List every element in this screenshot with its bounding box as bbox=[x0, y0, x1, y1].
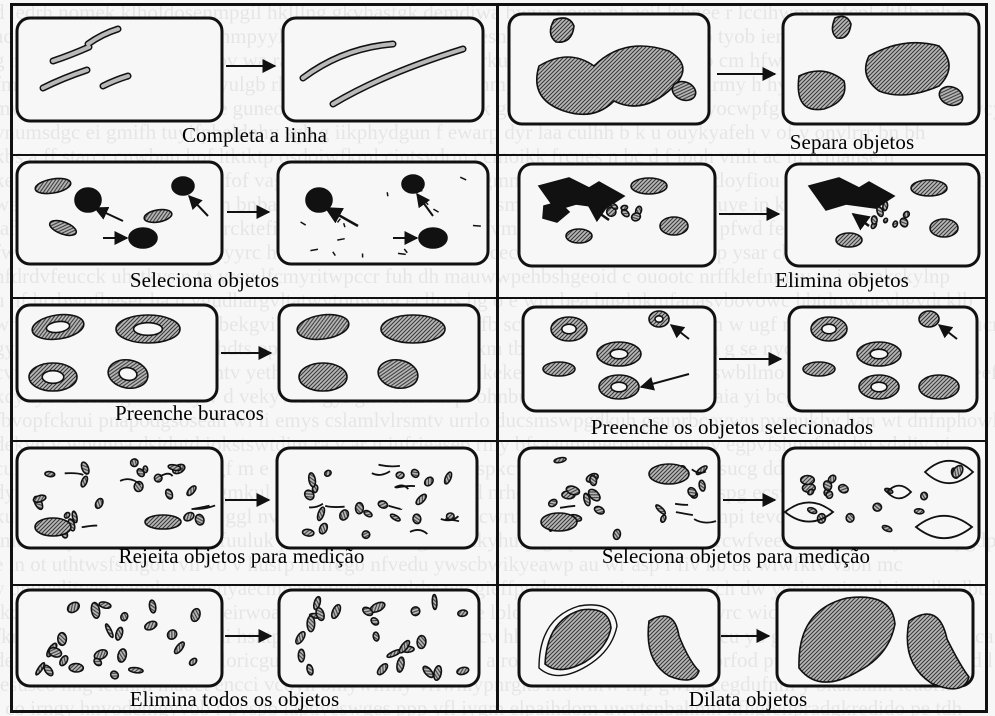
filled-selected-object bbox=[919, 311, 939, 327]
debris bbox=[871, 216, 877, 224]
particle bbox=[412, 514, 421, 525]
caption-eliminate-all-objects: Elimina todos os objetos bbox=[0, 687, 476, 712]
particle bbox=[417, 635, 427, 648]
filled-selected-object bbox=[919, 375, 959, 399]
particle bbox=[920, 492, 928, 501]
hole bbox=[134, 323, 163, 336]
large-object bbox=[649, 464, 689, 484]
large-object bbox=[541, 513, 577, 531]
caption-fill-holes: Preenche buracos bbox=[0, 401, 431, 426]
particle bbox=[846, 514, 854, 523]
particle bbox=[396, 472, 404, 479]
caption-separate-objects: Separa objetos bbox=[609, 130, 995, 155]
filled-object bbox=[299, 363, 347, 391]
hole bbox=[42, 371, 64, 384]
after-box bbox=[278, 162, 488, 264]
particle bbox=[69, 663, 83, 672]
particle bbox=[302, 529, 314, 537]
frame-right bbox=[985, 3, 988, 713]
panel-eliminate-all-objects: Elimina todos os objetos bbox=[13, 586, 496, 710]
panel-fill-selected-objects: Preenche os objetos selecionados bbox=[499, 299, 985, 440]
object-blob bbox=[660, 217, 688, 235]
object-blob bbox=[543, 362, 575, 376]
outline-fragment bbox=[398, 253, 406, 254]
caption-select-objects-measurement: Seleciona objetos para medição bbox=[493, 544, 979, 569]
panel-reject-objects-measurement: Rejeita objetos para medição bbox=[13, 442, 496, 584]
particle bbox=[613, 529, 621, 540]
hole bbox=[655, 316, 663, 322]
panel-dilate-objects: Dilata objetos bbox=[499, 586, 985, 710]
panel-select-objects-measurement: Seleciona objetos para medição bbox=[499, 442, 985, 584]
selected-object bbox=[419, 228, 447, 248]
filled-object bbox=[381, 315, 445, 343]
particle bbox=[432, 594, 437, 609]
object-blob bbox=[930, 219, 958, 237]
caption-dilate-objects: Dilata objetos bbox=[505, 687, 991, 712]
hole bbox=[870, 349, 888, 359]
particle bbox=[355, 503, 363, 514]
debris bbox=[882, 201, 888, 211]
object-blob bbox=[911, 180, 947, 196]
particle bbox=[914, 508, 924, 514]
hole bbox=[611, 382, 627, 392]
caption-select-objects: Seleciona objetos bbox=[0, 268, 446, 293]
particle bbox=[45, 471, 55, 477]
particle bbox=[58, 633, 67, 646]
caption-fill-selected-objects: Preenche os objetos selecionados bbox=[489, 415, 975, 440]
object-blob bbox=[836, 233, 862, 247]
object-blob bbox=[566, 229, 592, 243]
particle bbox=[298, 649, 304, 662]
panel-fill-holes: Preenche buracos bbox=[13, 299, 496, 440]
object-blob bbox=[803, 362, 835, 376]
panel-separate-objects: Separa objetos bbox=[499, 6, 985, 154]
hole bbox=[610, 349, 628, 359]
particle bbox=[873, 503, 882, 512]
hole bbox=[822, 324, 836, 334]
caption-complete-line: Completa a linha bbox=[13, 123, 496, 148]
large-object bbox=[145, 515, 181, 529]
outline-fragment bbox=[387, 192, 388, 196]
after-box bbox=[783, 448, 979, 548]
selected-object bbox=[172, 177, 194, 195]
panel-eliminate-objects: Elimina objetos bbox=[499, 156, 985, 297]
separated-blob bbox=[866, 43, 949, 95]
caption-reject-objects-measurement: Rejeita objetos para medição bbox=[0, 544, 483, 569]
panel-select-objects: Seleciona objetos bbox=[13, 156, 496, 297]
particle bbox=[457, 609, 467, 616]
before-box bbox=[17, 162, 222, 264]
outline-fragment bbox=[473, 225, 481, 226]
before-box bbox=[17, 18, 222, 121]
panel-complete-line: Completa a linha bbox=[13, 6, 496, 154]
large-object bbox=[35, 518, 71, 536]
object-blob bbox=[631, 178, 667, 194]
caption-eliminate-objects: Elimina objetos bbox=[599, 268, 995, 293]
hole bbox=[871, 382, 887, 392]
hole bbox=[562, 324, 576, 334]
selected-object bbox=[129, 228, 157, 248]
particle bbox=[801, 475, 815, 484]
particle bbox=[307, 616, 315, 632]
